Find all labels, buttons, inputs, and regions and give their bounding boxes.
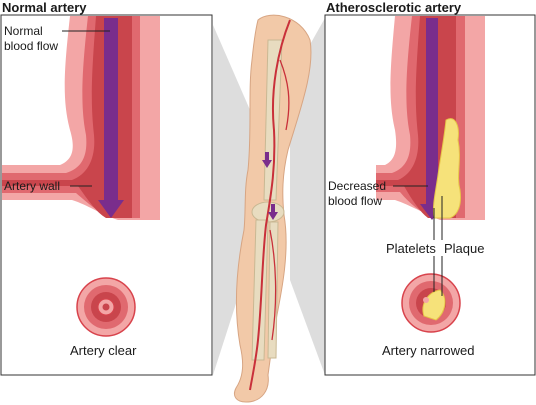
atherosclerotic-artery-title: Atherosclerotic artery (326, 0, 462, 15)
plaque-deposit (433, 118, 461, 219)
artery-wall-label: Artery wall (4, 179, 61, 193)
decreased-blood-flow-arrow-shaft (426, 18, 438, 206)
decreased-blood-flow-label: Decreased blood flow (328, 179, 387, 208)
normal-artery-title: Normal artery (2, 0, 87, 15)
normal-blood-flow-label: Normal blood flow (4, 24, 59, 53)
leg-illustration (233, 14, 312, 403)
normal-blood-flow-arrow-shaft (104, 18, 118, 203)
platelets-label: Platelets (386, 241, 436, 256)
normal-blood-flow-arrowhead (98, 200, 124, 218)
artery-clear-label: Artery clear (70, 343, 137, 358)
normal-artery-lumen (2, 16, 132, 218)
normal-cross-section (76, 277, 136, 337)
narrowed-cross-section (401, 273, 461, 333)
artery-narrowed-label: Artery narrowed (382, 343, 475, 358)
plaque-label: Plaque (444, 241, 485, 256)
